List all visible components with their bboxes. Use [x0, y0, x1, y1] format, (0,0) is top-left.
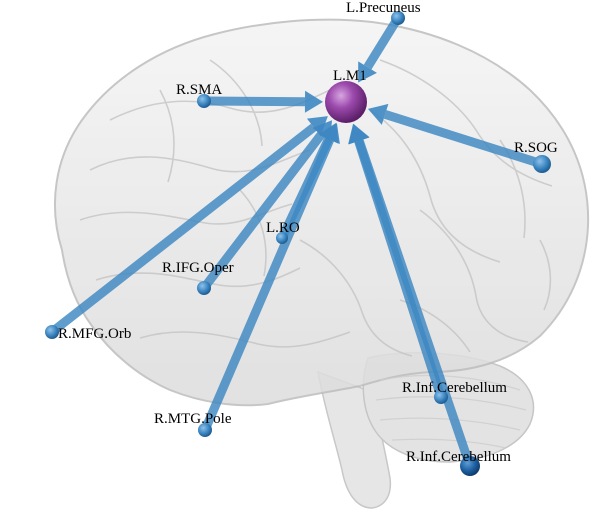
- node-r-sma: [197, 94, 211, 108]
- edge-arrowhead-r-mfg-orb: [306, 116, 328, 136]
- edge-arrowhead-r-sog: [367, 103, 389, 125]
- label-r-sma: R.SMA: [176, 82, 222, 98]
- brain-surface: [53, 18, 590, 509]
- edge-shaft-l-precuneus: [363, 17, 401, 70]
- edge-arrowhead-r-inf-cerebellum-2: [348, 123, 370, 145]
- node-r-inf-cerebellum-1: [434, 390, 448, 404]
- node-r-ifg-oper: [197, 281, 211, 295]
- edge-shaft-r-mtg-pole: [201, 137, 334, 430]
- region-nodes: [45, 11, 551, 476]
- edge-shaft-r-inf-cerebellum-2: [354, 139, 474, 465]
- connection-edges: [50, 17, 541, 465]
- edge-arrowhead-r-sma: [304, 90, 324, 113]
- edge-shaft-r-ifg-oper: [201, 131, 325, 290]
- node-r-mtg-pole: [198, 423, 212, 437]
- region-labels: L.M1 L.Precuneus R.SMA R.SOG L.RO R.IFG.…: [58, 0, 558, 465]
- hub-label: L.M1: [333, 68, 367, 84]
- label-r-ifg-oper: R.IFG.Oper: [162, 260, 234, 276]
- label-r-sog: R.SOG: [514, 140, 558, 156]
- node-r-mfg-orb: [45, 325, 59, 339]
- node-r-sog: [533, 155, 551, 173]
- edge-shaft-r-sma: [206, 96, 306, 107]
- edge-shaft-r-mfg-orb: [50, 123, 317, 335]
- node-l-ro: [276, 232, 288, 244]
- node-r-inf-cerebellum-2: [460, 456, 480, 476]
- edge-shaft-r-sog: [383, 110, 541, 168]
- label-l-ro: L.RO: [266, 220, 300, 236]
- label-r-mfg-orb: R.MFG.Orb: [58, 326, 131, 342]
- label-r-inf-cerebellum-1: R.Inf.Cerebellum: [402, 380, 507, 396]
- edge-arrowhead-r-mtg-pole: [319, 123, 340, 145]
- node-l-precuneus: [391, 11, 405, 25]
- hub-node-l-m1: [325, 81, 367, 123]
- label-r-mtg-pole: R.MTG.Pole: [154, 411, 232, 427]
- label-r-inf-cerebellum-2: R.Inf.Cerebellum: [406, 449, 511, 465]
- cerebrum-shape: [53, 18, 590, 407]
- edge-arrowhead-l-precuneus: [358, 61, 377, 83]
- label-l-precuneus: L.Precuneus: [346, 0, 421, 16]
